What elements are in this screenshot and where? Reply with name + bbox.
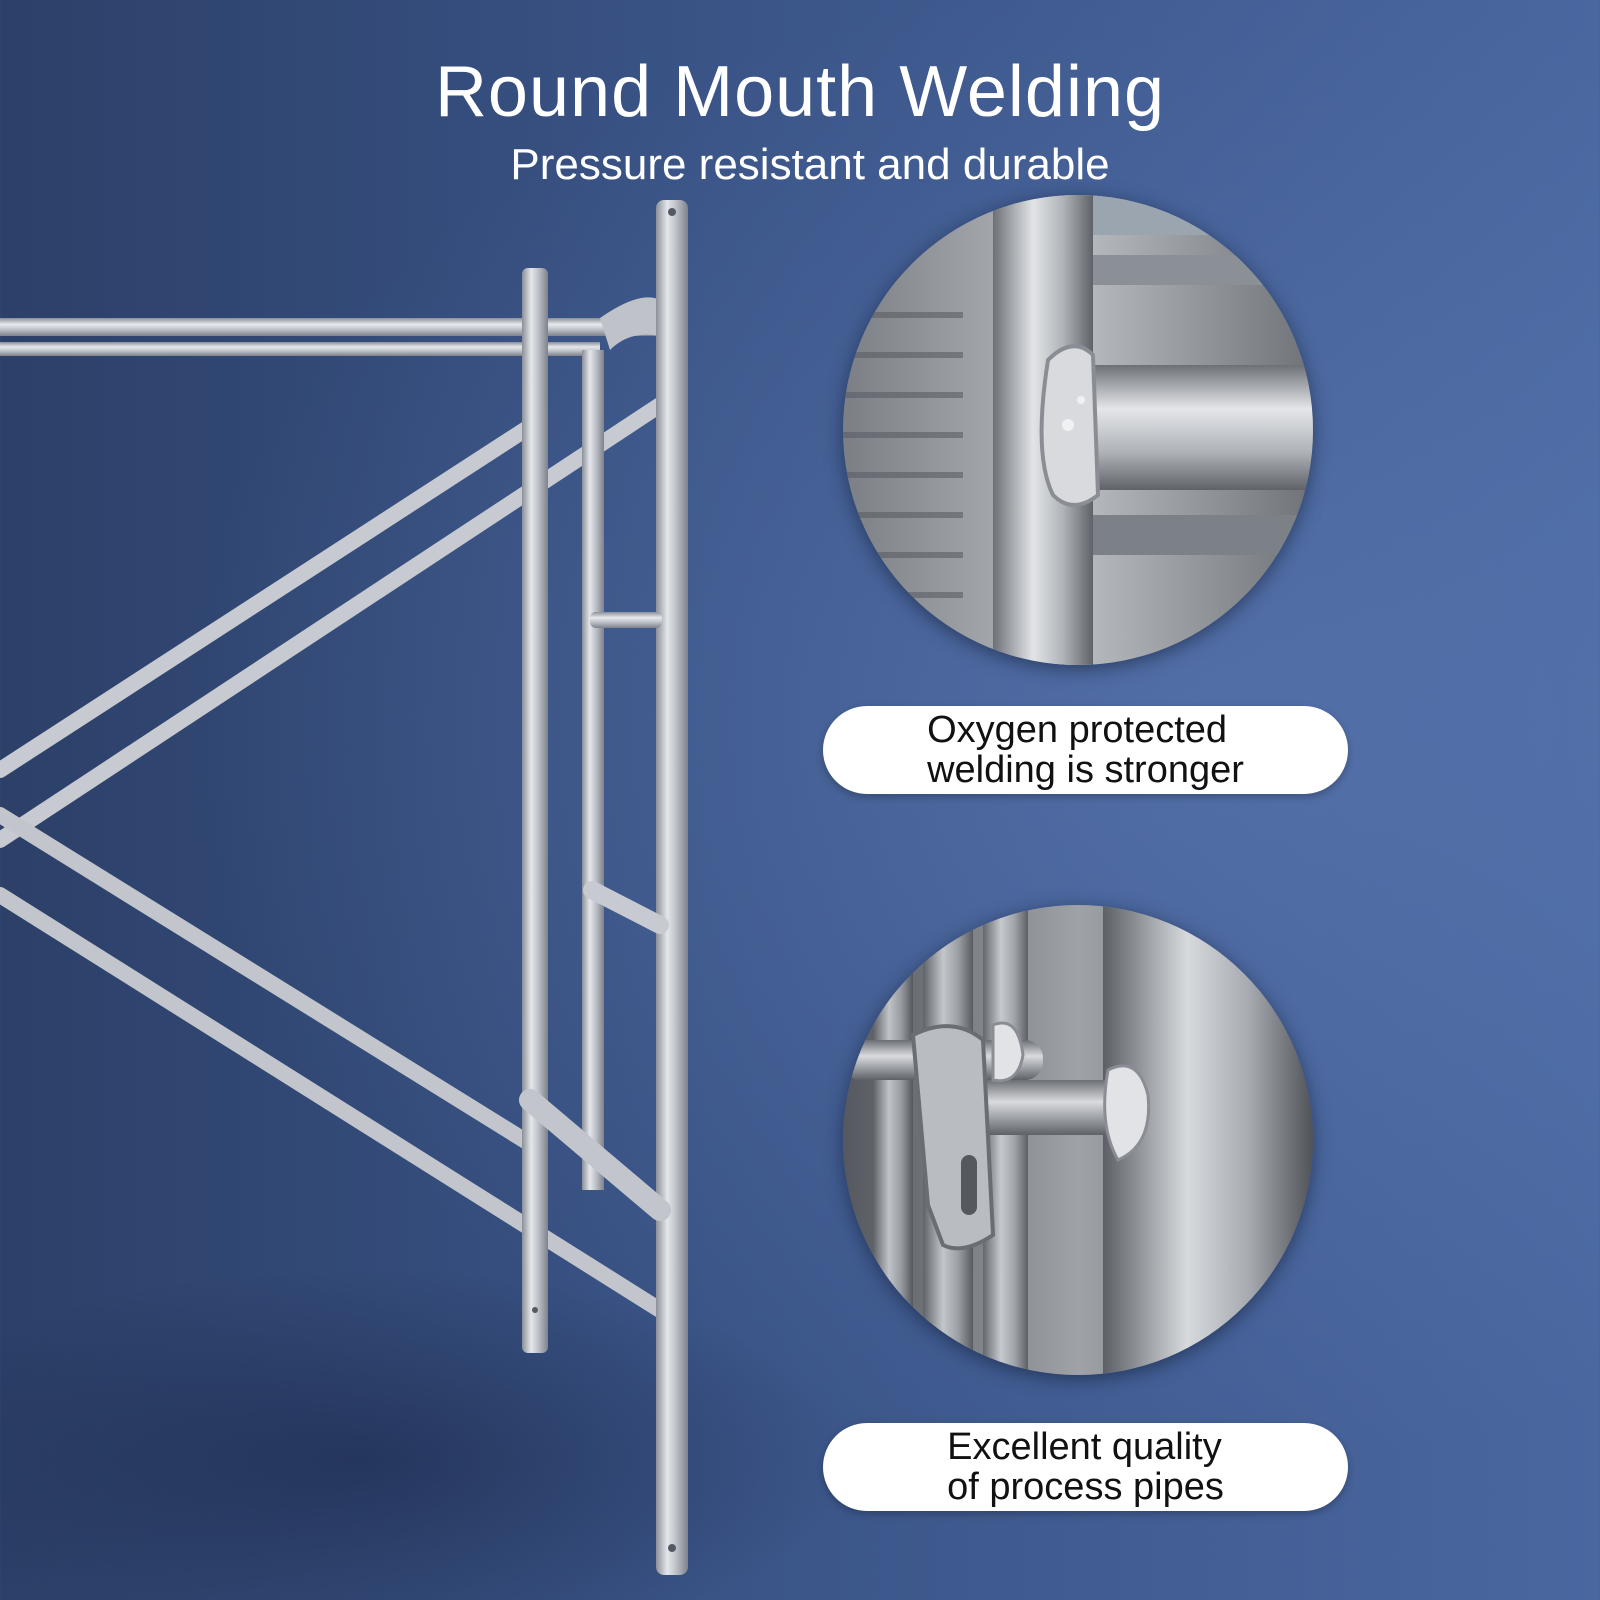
- caption-line: Excellent quality: [947, 1426, 1222, 1468]
- feature-caption: Oxygen protected welding is stronger: [927, 710, 1244, 790]
- pipe-pin-photo: [843, 905, 1313, 1375]
- page-subtitle: Pressure resistant and durable: [510, 140, 1110, 189]
- caption-line: of process pipes: [947, 1466, 1224, 1508]
- floor-shadow: [0, 1250, 900, 1600]
- feature-caption-pill: Oxygen protected welding is stronger: [823, 706, 1348, 794]
- pipe-pin-detail-image: [843, 905, 1313, 1375]
- feature-caption: Excellent quality of process pipes: [947, 1427, 1224, 1507]
- weld-joint-detail-image: [843, 195, 1313, 665]
- weld-joint-photo: [843, 195, 1313, 665]
- page-title: Round Mouth Welding: [434, 52, 1166, 132]
- caption-line: welding is stronger: [927, 749, 1244, 791]
- feature-caption-pill: Excellent quality of process pipes: [823, 1423, 1348, 1511]
- caption-line: Oxygen protected: [927, 709, 1228, 751]
